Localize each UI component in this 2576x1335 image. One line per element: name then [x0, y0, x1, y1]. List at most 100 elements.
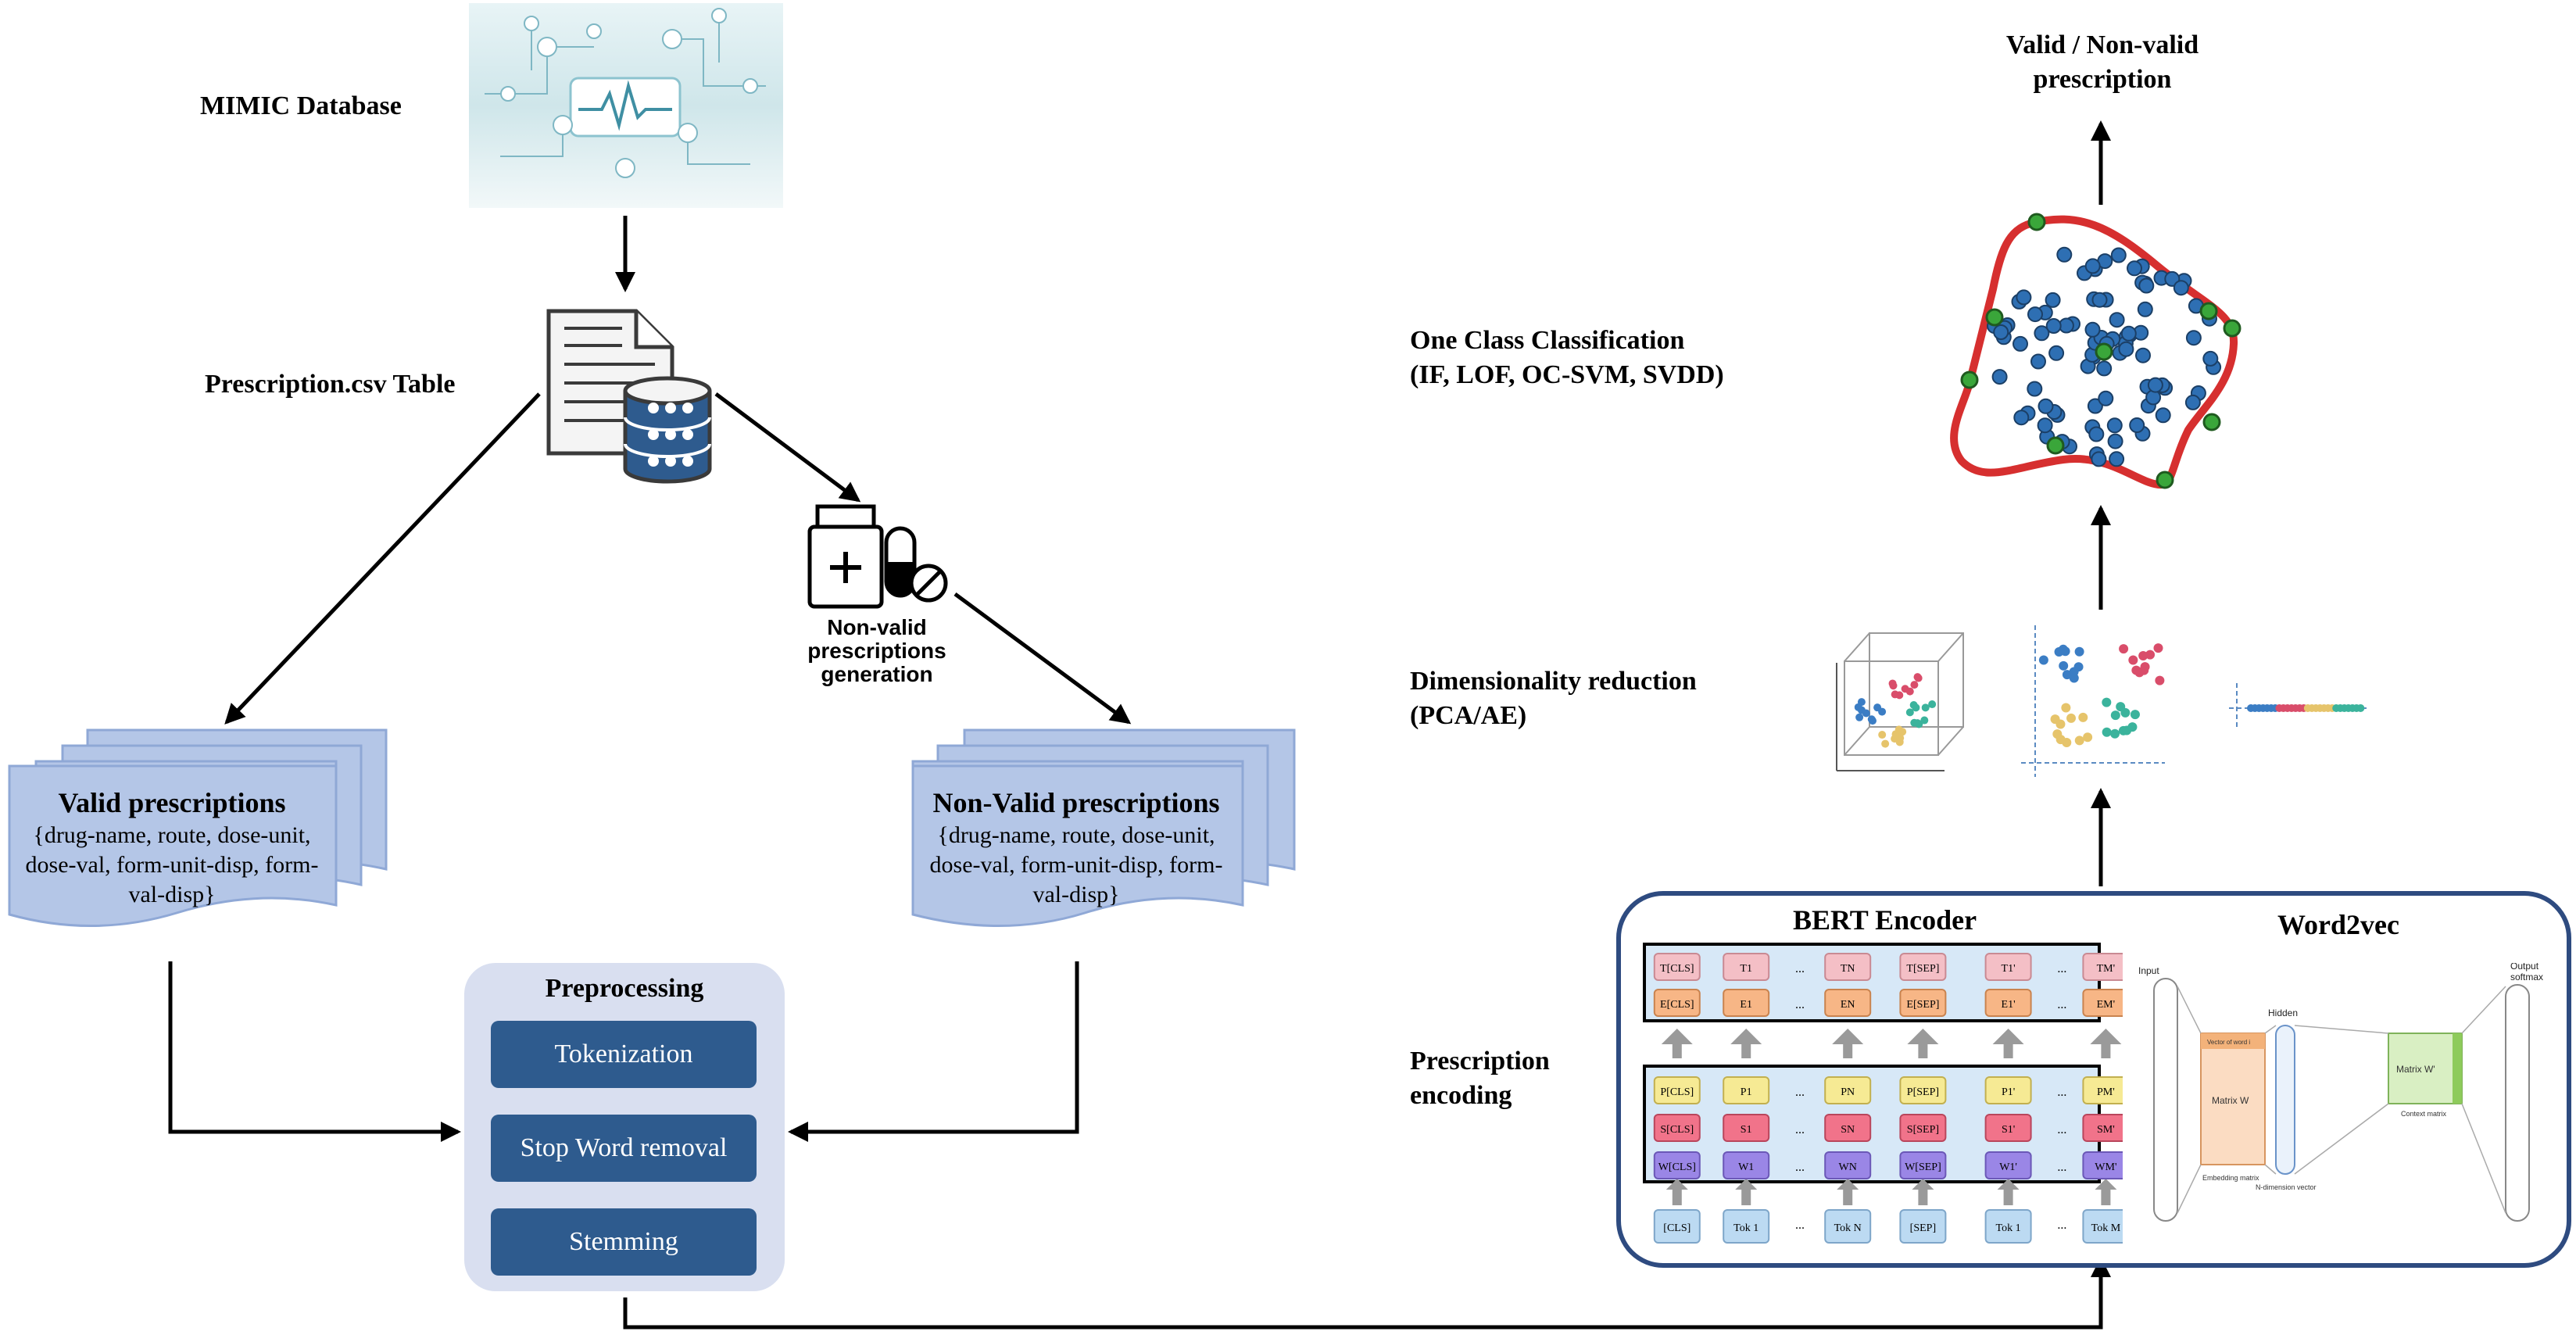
inlier-point — [1991, 369, 2008, 385]
bert-cell — [2082, 1076, 2123, 1104]
medicine-bottle-icon — [807, 504, 884, 609]
nonvalid-prescriptions-title: Non-Valid prescriptions — [932, 787, 1220, 818]
nonvalid-prescriptions-text: Non-Valid prescriptions {drug-name, rout… — [916, 785, 1236, 910]
nonvalid-generation-label: Non-valid prescriptions generation — [791, 616, 963, 686]
inlier-point — [2202, 350, 2219, 367]
dimred-point — [1920, 716, 1929, 725]
bert-cell-label: P[CLS] — [1660, 1086, 1694, 1098]
bert-cell — [2082, 1209, 2123, 1244]
inlier-point — [2109, 451, 2125, 467]
inlier-point — [2084, 321, 2101, 338]
dimred-point — [2083, 732, 2093, 743]
dimred-point — [1909, 700, 1918, 709]
inlier-point — [1993, 324, 2009, 340]
bert-ellipsis: ... — [2057, 1086, 2066, 1099]
inlier-point — [2109, 312, 2125, 328]
bert-cell — [2082, 1114, 2123, 1142]
bert-cell-label: S[CLS] — [1660, 1124, 1694, 1136]
w2v-output-label: Output — [2510, 963, 2539, 972]
bert-cell — [1824, 1114, 1872, 1142]
bert-cell-label: E[CLS] — [1660, 999, 1694, 1011]
bert-cell-label: [CLS] — [1663, 1222, 1690, 1234]
inlier-point — [2048, 345, 2065, 361]
bert-cell-label: T[SEP] — [1906, 963, 1939, 975]
dimred-point — [1881, 739, 1890, 748]
dimred-point — [1895, 738, 1904, 746]
dimred-point — [2128, 655, 2138, 665]
dimred-point — [2102, 697, 2112, 707]
word2vec-title: Word2vec — [2277, 909, 2399, 940]
dimred-point — [2102, 727, 2112, 737]
step-stemming: Stemming — [491, 1208, 757, 1276]
bert-up-arrow — [2090, 1029, 2122, 1058]
bert-ellipsis: ... — [1795, 1161, 1805, 1174]
bert-encoder-title: BERT Encoder — [1793, 904, 1977, 936]
dimred-point — [1855, 713, 1864, 721]
occ-label-line1: One Class Classification — [1410, 326, 1685, 355]
bert-cell — [1653, 1209, 1701, 1244]
bert-up-arrow — [1730, 1029, 1762, 1058]
dimred-point — [1878, 707, 1887, 716]
inlier-point — [2030, 353, 2046, 370]
bert-cell — [1824, 953, 1872, 981]
dimred-point — [1905, 708, 1914, 717]
bert-cell-label: S1' — [2002, 1124, 2015, 1136]
nonvalid-prescriptions-fields: {drug-name, route, dose-unit, dose-val, … — [929, 822, 1223, 907]
occ-label-line2: (IF, LOF, OC-SVM, SVDD) — [1410, 360, 1724, 389]
bert-cell-label: W1 — [1738, 1161, 1754, 1173]
w2v-matrix-w: Matrix W — [2212, 1095, 2249, 1106]
bert-cell — [1984, 1076, 2032, 1104]
w2v-matrix-w2: Matrix W' — [2396, 1064, 2435, 1075]
inlier-point — [2037, 417, 2053, 434]
generation-line1: Non-valid — [827, 615, 927, 639]
inlier-point — [2056, 246, 2073, 263]
valid-prescriptions-doc-stack — [8, 728, 388, 927]
flow-arrows — [168, 120, 2111, 1330]
bert-cell-label: SM' — [2097, 1124, 2115, 1136]
bert-up-arrow — [2095, 1179, 2117, 1205]
dimred-point — [2131, 665, 2141, 675]
bert-cell-label: EM' — [2097, 999, 2116, 1011]
mimic-database-image — [469, 3, 783, 208]
bert-cell-label: W[SEP] — [1905, 1161, 1941, 1173]
bert-up-arrow — [1837, 1179, 1859, 1205]
bert-ellipsis: ... — [1795, 998, 1805, 1011]
inlier-point — [2137, 301, 2153, 317]
database-icon — [623, 376, 712, 484]
step-tokenization: Tokenization — [491, 1021, 757, 1088]
inlier-point — [2135, 347, 2151, 363]
bert-cell-label: S[SEP] — [1907, 1124, 1939, 1136]
bert-cell — [1899, 1076, 1947, 1104]
bert-ellipsis: ... — [1795, 1219, 1805, 1232]
word2vec-diagram: Input Hidden Output softmax Matrix W Mat… — [2138, 963, 2543, 1222]
bert-up-arrow — [1661, 1029, 1693, 1058]
dimred-point — [2119, 644, 2129, 654]
output-label-line2: prescription — [2033, 65, 2172, 94]
bert-cell-label: PN — [1841, 1086, 1855, 1098]
dimred-point — [1867, 715, 1876, 724]
inlier-point — [2088, 426, 2105, 442]
dimred-label: Dimensionality reduction (PCA/AE) — [1410, 664, 1697, 733]
inlier-point — [2091, 292, 2108, 308]
bert-cell — [1824, 989, 1872, 1017]
inlier-point — [2016, 289, 2032, 306]
inlier-point — [2087, 398, 2103, 414]
dimred-point — [2153, 643, 2163, 653]
preprocessing-title: Preprocessing — [545, 974, 704, 1003]
dimred-point — [2066, 713, 2077, 723]
bert-cell-label: WM' — [2095, 1161, 2116, 1173]
dimred-point — [2061, 703, 2071, 713]
inlier-point — [2084, 258, 2101, 274]
bert-cell — [1723, 989, 1770, 1017]
inlier-point — [2027, 381, 2043, 397]
dimred-point — [2130, 710, 2140, 720]
step-stop-word-removal: Stop Word removal — [491, 1115, 757, 1182]
dimred-point — [2078, 712, 2088, 722]
one-class-boundary — [1950, 213, 2241, 489]
dimred-point — [2127, 722, 2138, 732]
w2v-softmax-label: softmax — [2510, 972, 2543, 982]
bert-cell — [1899, 989, 1947, 1017]
dimred-1d-scatter — [2229, 683, 2370, 728]
